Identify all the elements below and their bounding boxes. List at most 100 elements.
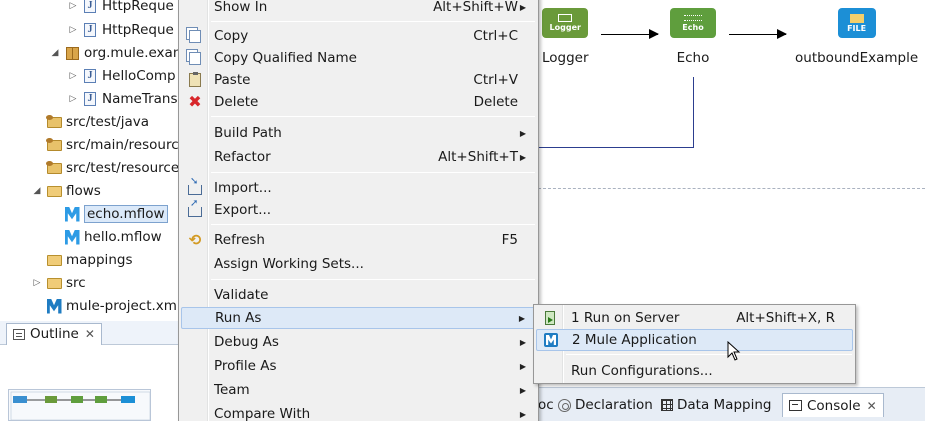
tree-item-project-file[interactable]: mule-project.xml (32, 295, 180, 317)
submenu-arrow-icon: ▶ (519, 152, 526, 162)
flow-thumbnail-icon (10, 391, 151, 421)
tree-item-label: src (66, 275, 86, 291)
menu-item-validate[interactable]: Validate (214, 287, 269, 303)
menu-item-copy-qualified-name[interactable]: Copy Qualified Name (181, 47, 536, 69)
tree-item-label: HelloComp (102, 68, 176, 84)
close-icon[interactable]: ✕ (866, 398, 877, 413)
menu-item-import[interactable]: Import... (181, 176, 536, 199)
flow-node-logger[interactable]: Logger Logger (542, 8, 589, 66)
menu-item-paste[interactable]: Paste Ctrl+V (181, 69, 536, 91)
flow-connector-line (538, 147, 694, 148)
outline-icon (13, 328, 25, 340)
outline-thumbnail[interactable] (8, 389, 151, 421)
source-folder-icon (45, 114, 62, 130)
flow-node-label: Logger (542, 50, 589, 66)
tree-item-source-folder[interactable]: src/main/resource (32, 134, 179, 156)
java-file-icon: J (82, 68, 98, 84)
run-as-submenu: 1 Run on Server Alt+Shift+X, R 2 Mule Ap… (533, 304, 856, 384)
folder-icon (46, 252, 62, 268)
tree-item-folder[interactable]: ▷ src (32, 272, 86, 294)
package-icon (64, 45, 80, 61)
expand-arrow-icon[interactable]: ▷ (69, 71, 77, 81)
refresh-icon: ⟲ (188, 231, 202, 249)
expand-arrow-icon[interactable]: ▷ (69, 1, 77, 11)
menu-separator (566, 354, 852, 355)
expand-arrow-icon[interactable]: ▷ (33, 278, 41, 288)
export-icon (187, 198, 203, 218)
tab-partial[interactable]: oc (538, 397, 554, 413)
tree-item-label: mule-project.xml (66, 298, 180, 314)
outline-panel (0, 345, 180, 421)
tab-data-mapping[interactable]: Data Mapping (661, 393, 771, 417)
file-endpoint-icon: FILE (837, 8, 876, 38)
flow-node-echo[interactable]: Echo Echo (670, 8, 716, 66)
submenu-arrow-icon: ▶ (519, 385, 526, 395)
menu-item-run-as[interactable]: Run As ▶ (181, 307, 536, 329)
menu-item-team[interactable]: Team ▶ (214, 382, 526, 398)
copy-icon (187, 50, 203, 66)
tree-item-source-folder[interactable]: src/test/resource (32, 157, 179, 179)
tree-item-folder-flows[interactable]: ◢ flows (32, 180, 101, 202)
mule-icon (46, 298, 62, 314)
menu-item-refresh[interactable]: ⟲ Refresh F5 (188, 231, 518, 249)
tree-item-java-file[interactable]: ▷ J HttpReque (68, 0, 174, 17)
submenu-arrow-icon: ▶ (519, 128, 526, 138)
menu-separator (211, 21, 535, 22)
tree-item-folder[interactable]: mappings (32, 249, 132, 271)
tree-item-package[interactable]: ◢ org.mule.exam (50, 42, 179, 64)
tree-item-java-file[interactable]: ▷ J HelloComp (68, 65, 176, 87)
tab-console[interactable]: Console ✕ (782, 393, 884, 417)
close-icon[interactable]: ✕ (84, 327, 95, 341)
flow-node-label: outboundExample (795, 50, 919, 66)
submenu-item-run-on-server[interactable]: 1 Run on Server Alt+Shift+X, R (536, 307, 853, 329)
echo-icon: Echo (670, 8, 716, 38)
collapse-arrow-icon[interactable]: ◢ (51, 48, 59, 58)
menu-item-delete[interactable]: ✖ Delete Delete (188, 92, 518, 111)
submenu-item-mule-application[interactable]: 2 Mule Application (536, 329, 853, 351)
expand-arrow-icon[interactable]: ▷ (69, 94, 77, 104)
flow-canvas[interactable]: Logger Logger Echo Echo FILE outboundExa… (538, 0, 925, 300)
tree-item-label: HttpReque (102, 0, 174, 14)
menu-item-copy[interactable]: Copy Ctrl+C (181, 25, 536, 47)
console-icon (789, 400, 802, 411)
tree-item-java-file[interactable]: ▷ J NameTrans (68, 88, 178, 110)
tree-item-label: flows (66, 183, 101, 199)
java-file-icon: J (82, 0, 98, 14)
mouse-cursor-icon (727, 341, 741, 361)
tree-item-java-file[interactable]: ▷ J HttpReque (68, 19, 174, 41)
submenu-item-run-configurations[interactable]: Run Configurations... (571, 363, 713, 379)
collapse-arrow-icon[interactable]: ◢ (33, 186, 41, 196)
menu-item-profile-as[interactable]: Profile As ▶ (214, 358, 526, 374)
menu-item-build-path[interactable]: Build Path ▶ (214, 125, 526, 141)
tab-outline[interactable]: Outline ✕ (6, 322, 102, 345)
menu-item-compare-with[interactable]: Compare With ▶ (214, 406, 526, 421)
expand-arrow-icon[interactable]: ▷ (69, 25, 77, 35)
menu-item-debug-as[interactable]: Debug As ▶ (214, 334, 526, 350)
flow-connector-arrow (729, 29, 787, 39)
tab-declaration[interactable]: Declaration (558, 393, 653, 417)
tree-item-label: hello.mflow (84, 229, 162, 245)
menu-item-export[interactable]: Export... (181, 198, 536, 221)
menu-item-refactor[interactable]: Refactor Alt+Shift+T ▶ (214, 149, 526, 165)
package-explorer: ▷ J HttpReque ▷ J HttpReque ◢ org.mule.e… (0, 0, 180, 318)
submenu-arrow-icon: ▶ (519, 337, 526, 347)
source-folder-icon (45, 137, 62, 153)
tab-outline-label: Outline (30, 326, 79, 342)
tree-item-source-folder[interactable]: src/test/java (32, 111, 149, 133)
tree-item-mflow-selected[interactable]: echo.mflow (50, 203, 168, 225)
tree-item-label: mappings (66, 252, 133, 268)
server-run-icon (542, 310, 558, 326)
menu-item-assign-working-sets[interactable]: Assign Working Sets... (214, 256, 364, 272)
tree-item-mflow[interactable]: hello.mflow (50, 226, 162, 248)
copy-icon (187, 28, 203, 44)
tree-item-label: src/test/java (66, 114, 150, 130)
menu-item-show-in[interactable]: Show In Alt+Shift+W ▶ (214, 0, 526, 15)
java-file-icon: J (82, 91, 98, 107)
delete-icon: ✖ (188, 92, 202, 111)
flow-node-outbound-file[interactable]: FILE outboundExample (795, 8, 918, 66)
folder-icon (46, 275, 62, 291)
import-icon (187, 176, 203, 196)
tree-item-label: HttpReque (102, 22, 174, 38)
flow-connector-arrow (601, 29, 659, 39)
logger-icon: Logger (542, 8, 589, 38)
